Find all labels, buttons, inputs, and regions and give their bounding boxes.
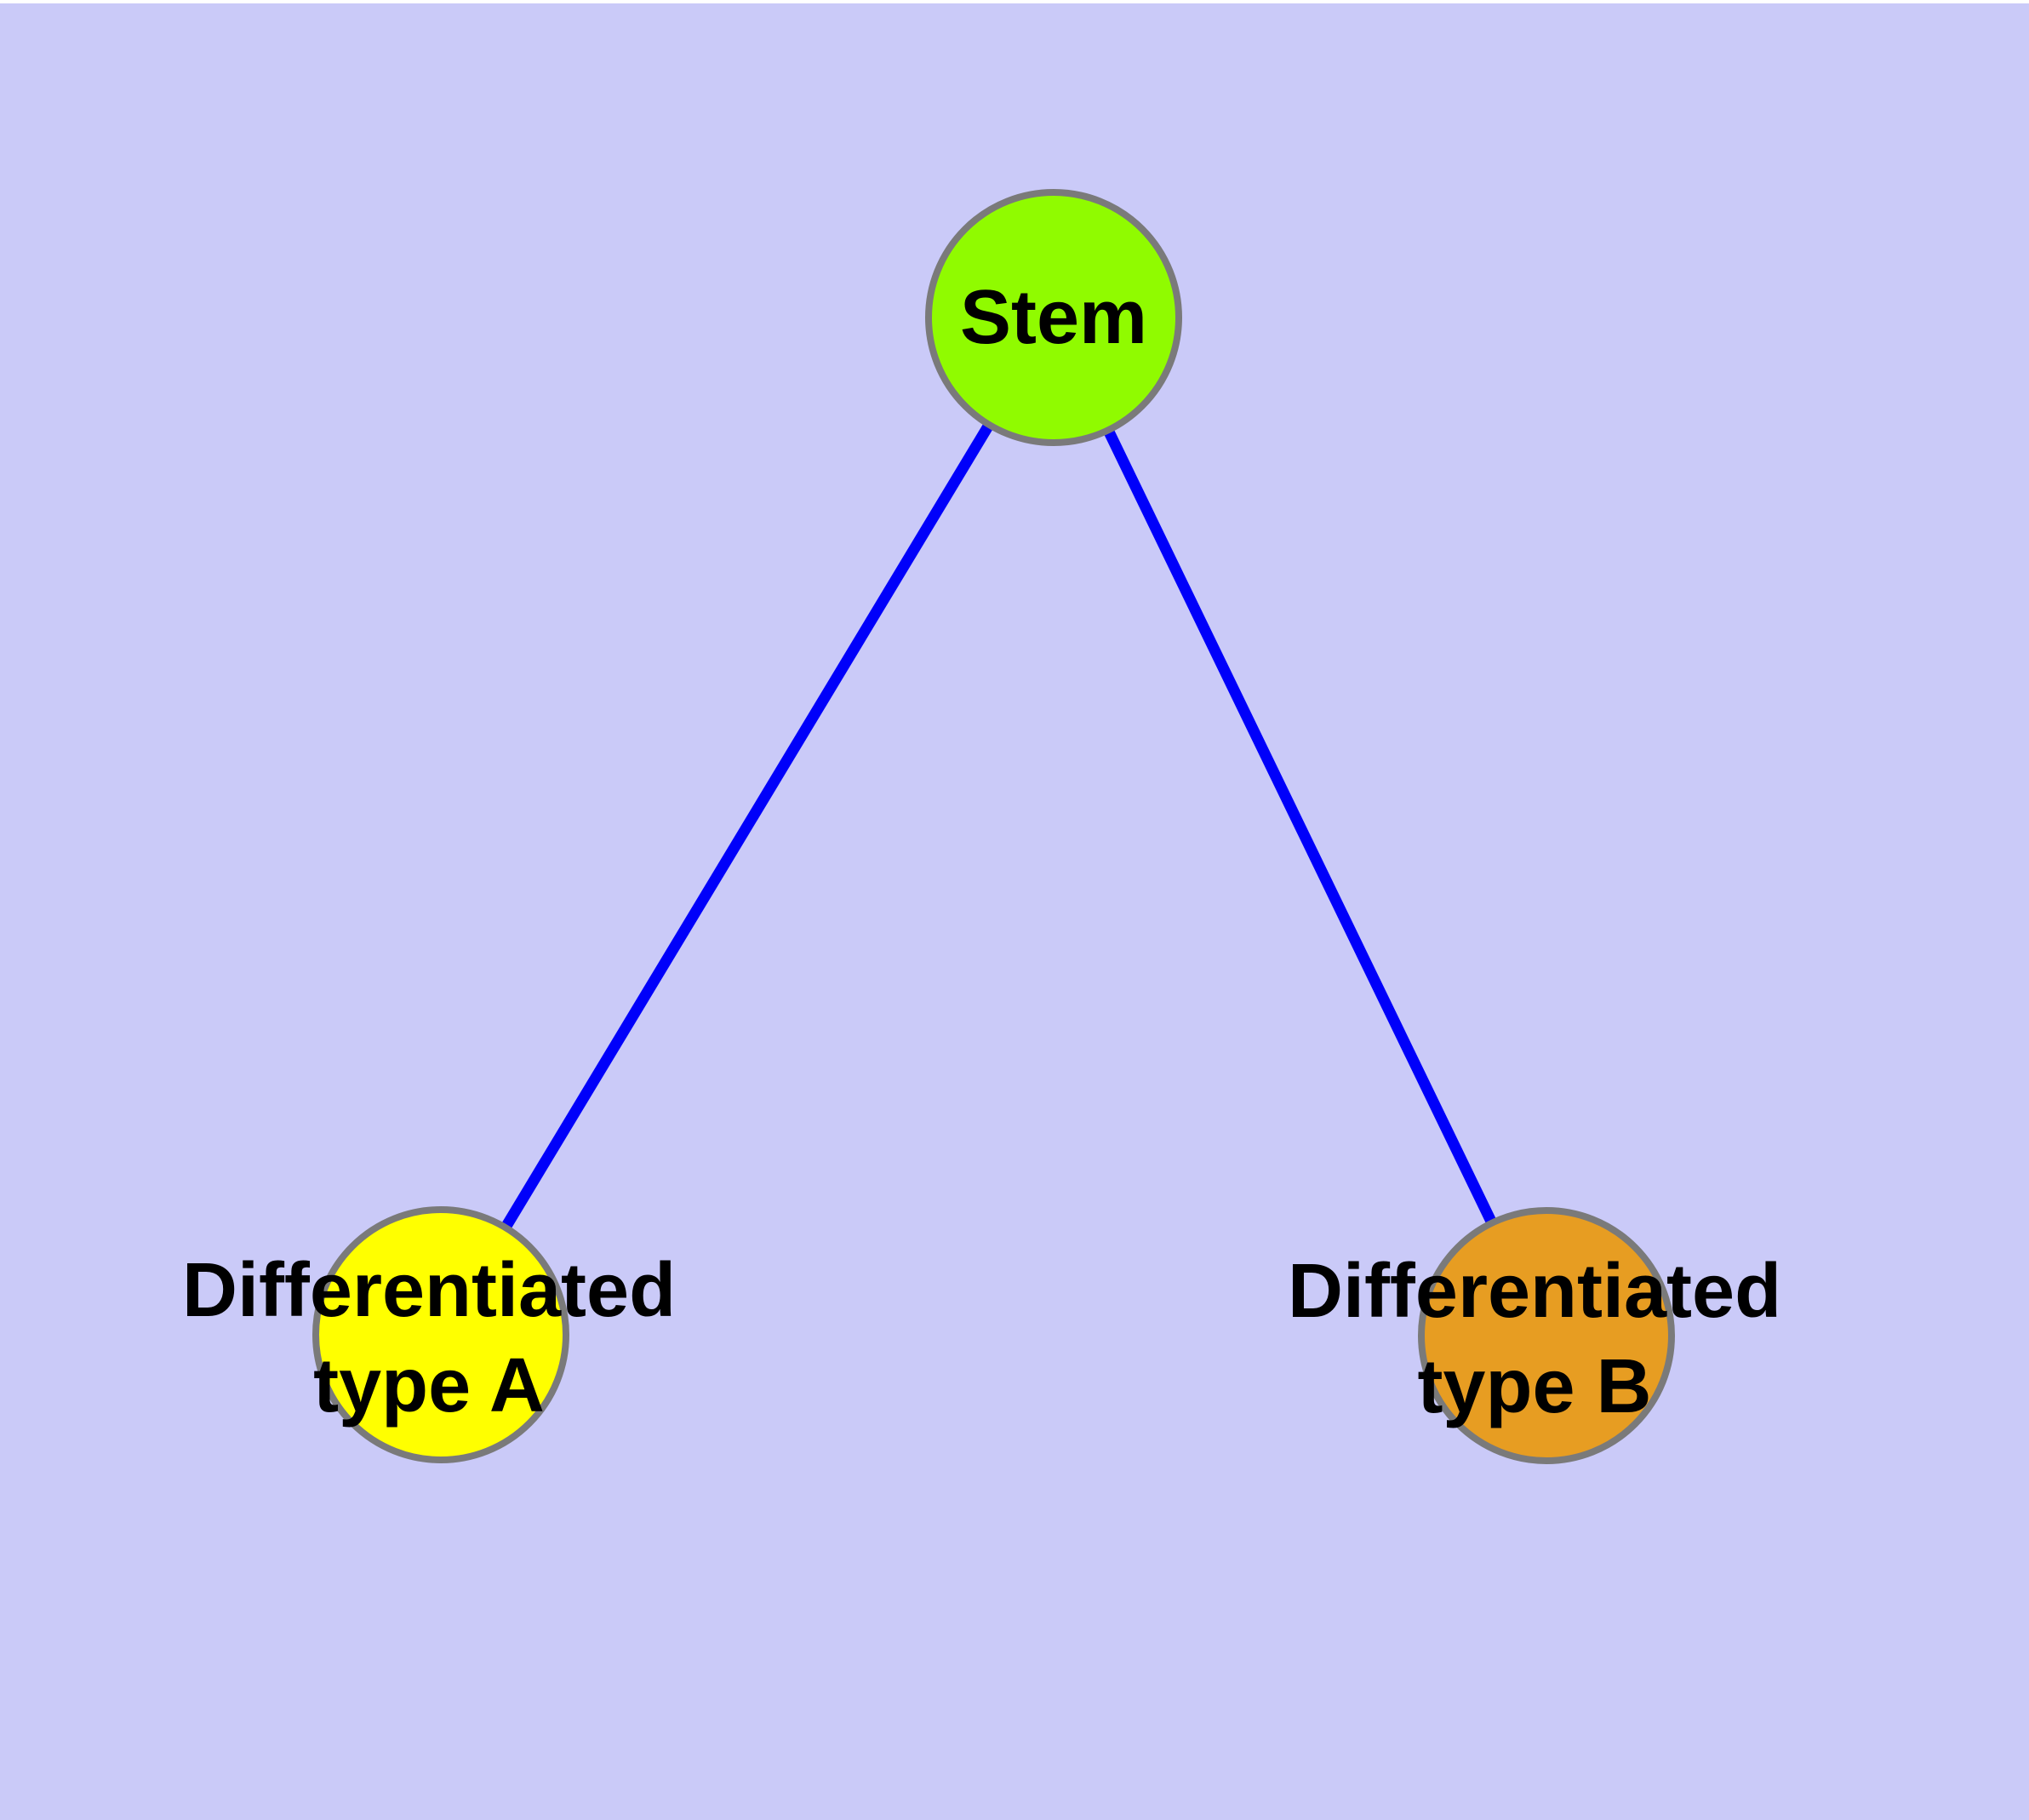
node-stem-circle — [925, 189, 1182, 446]
node-type-b-label: Differentiated type B — [1287, 1249, 1782, 1429]
node-type-b-circle — [1418, 1207, 1675, 1464]
top-white-strip — [0, 0, 2029, 3]
edge-stem-to-type-a — [436, 314, 1059, 1338]
edge-stem-to-type-b — [1049, 315, 1552, 1338]
node-type-a-circle — [312, 1206, 569, 1463]
node-stem-label: Stem — [959, 275, 1148, 360]
node-type-a-label: Differentiated type A — [181, 1248, 677, 1428]
